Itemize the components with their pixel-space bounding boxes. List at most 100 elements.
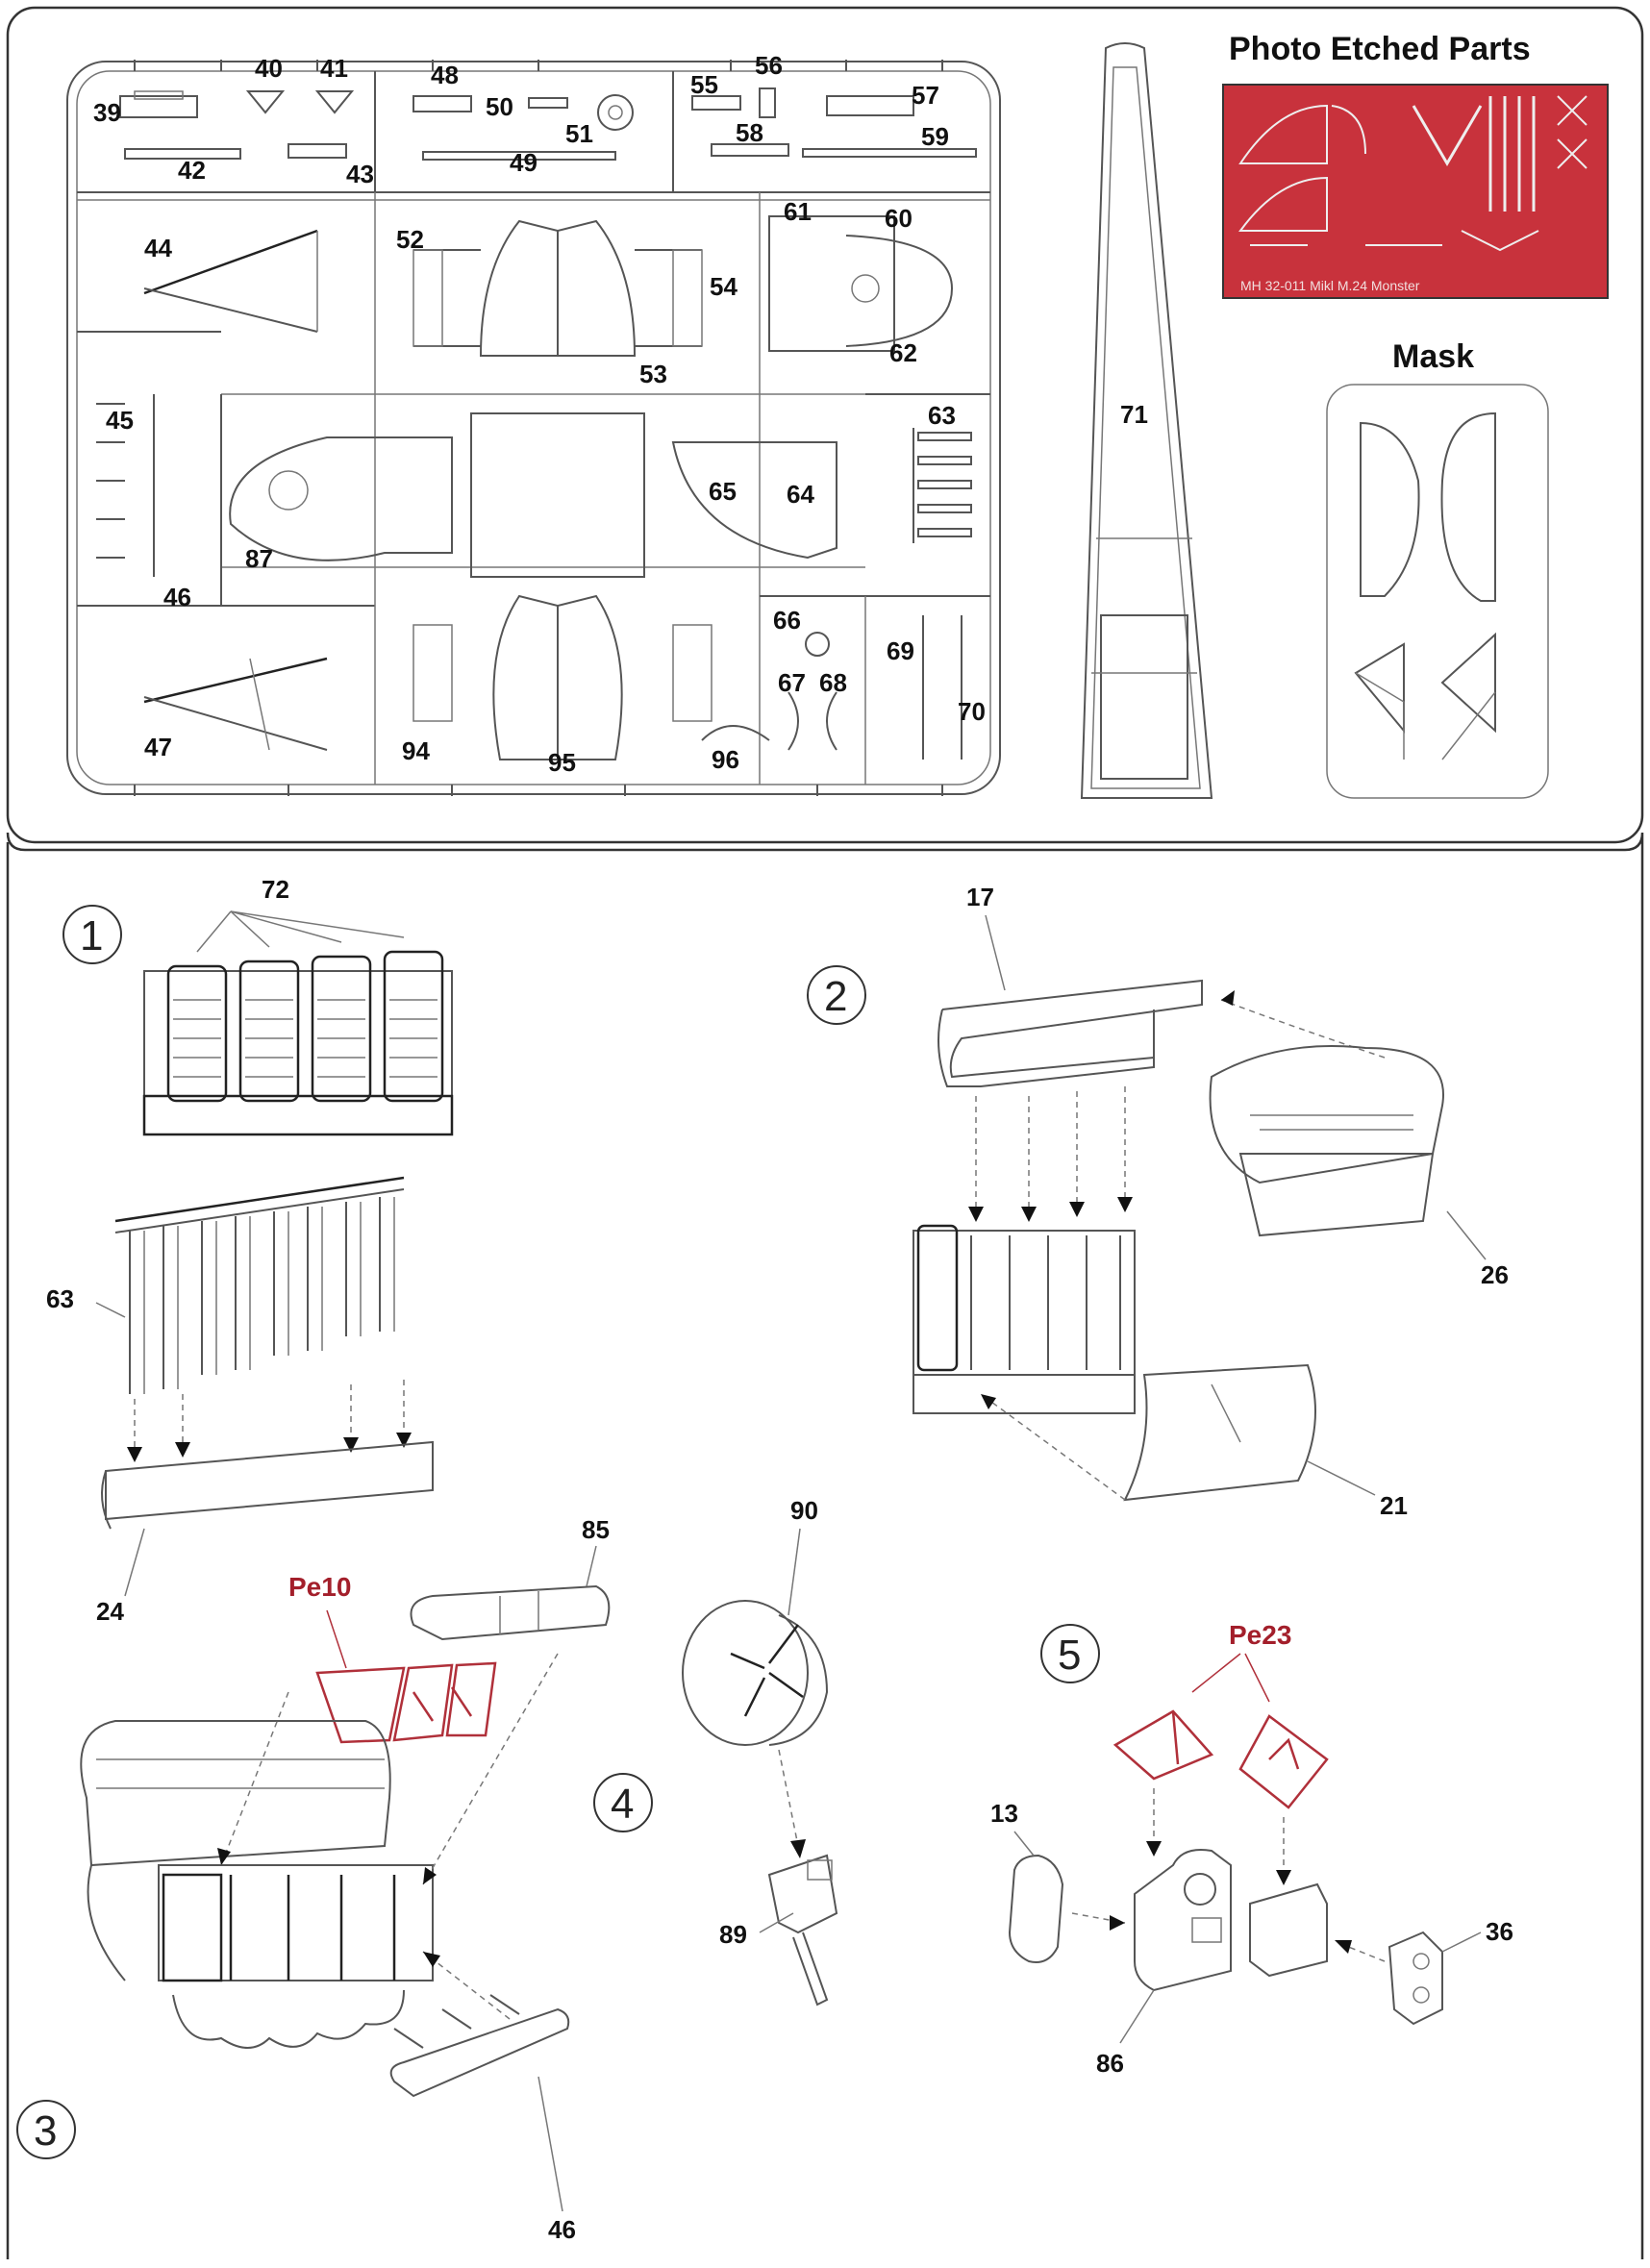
label-85: 85	[582, 1515, 610, 1544]
step-5-circle	[1040, 1624, 1100, 1683]
mask-sheet	[1326, 384, 1549, 799]
label-13: 13	[990, 1799, 1018, 1828]
label-45: 45	[106, 406, 134, 435]
fret-caption: MH 32-011 Mikl M.24 Monster	[1240, 278, 1420, 293]
label-95: 95	[548, 748, 576, 777]
label-87: 87	[245, 544, 273, 573]
plate-36	[1388, 1931, 1443, 2026]
label-26: 26	[1481, 1260, 1509, 1289]
parts-48-51	[412, 94, 634, 161]
cover-13	[1008, 1854, 1064, 1963]
label-58: 58	[736, 118, 763, 147]
parts-66-68	[788, 632, 838, 751]
mask-title: Mask	[1392, 338, 1474, 375]
photo-etch-pe23	[1112, 1709, 1329, 1809]
label-50: 50	[486, 92, 513, 121]
label-63: 63	[46, 1284, 74, 1313]
label-49: 49	[510, 148, 538, 177]
label-55: 55	[690, 70, 718, 99]
label-42: 42	[178, 156, 206, 185]
lower-panel-frame	[6, 832, 1644, 2259]
intake-manifold-46	[389, 1994, 570, 2098]
photo-etch-fret: MH 32-011 Mikl M.24 Monster	[1222, 84, 1609, 299]
step-3-number: 3	[34, 2107, 57, 2155]
label-47: 47	[144, 733, 172, 761]
label-59: 59	[921, 122, 949, 151]
step-2: 2 17 26	[807, 883, 1509, 1520]
label-64: 64	[787, 480, 814, 509]
engine-cover-17	[938, 979, 1203, 1087]
label-54: 54	[710, 272, 738, 301]
label-48: 48	[431, 61, 459, 89]
label-89: 89	[719, 1920, 747, 1949]
step-2-number: 2	[824, 973, 847, 1020]
label-57: 57	[912, 81, 939, 110]
label-86: 86	[1096, 2049, 1124, 2078]
label-72: 72	[262, 875, 289, 904]
label-39: 39	[93, 98, 121, 127]
strut-44	[143, 229, 318, 333]
label-65: 65	[709, 477, 737, 506]
photo-etch-pe10	[315, 1661, 497, 1744]
shaft-89	[767, 1854, 838, 2006]
label-44: 44	[144, 234, 172, 262]
housing-86	[1134, 1849, 1328, 1992]
exhaust-stubs-63	[114, 1176, 405, 1394]
label-40: 40	[255, 54, 283, 83]
label-41: 41	[320, 54, 348, 83]
label-61: 61	[784, 197, 812, 226]
part-96-shape	[701, 725, 770, 741]
step-5-number: 5	[1058, 1632, 1081, 1679]
parts-52-53	[412, 219, 703, 357]
parts-45-46	[96, 394, 155, 577]
pe10-label: Pe10	[288, 1572, 351, 1602]
step-4-circle	[593, 1773, 653, 1832]
sprue-frame	[66, 60, 1001, 796]
step-1-number: 1	[80, 912, 103, 960]
sprue-panel-frame	[6, 6, 1644, 844]
parts-39-43	[119, 90, 355, 160]
label-36: 36	[1486, 1917, 1513, 1946]
label-46-step3: 46	[548, 2215, 576, 2244]
assembled-cylinders	[912, 1224, 1136, 1414]
label-66: 66	[773, 606, 801, 635]
label-46: 46	[163, 583, 191, 611]
label-67: 67	[778, 668, 806, 697]
step-1-circle	[62, 905, 122, 964]
label-17: 17	[966, 883, 994, 911]
step-1: 1 72 63 24	[46, 875, 454, 1626]
engine-cylinders-72	[142, 950, 454, 1136]
step-4: 4 90 89	[593, 1496, 838, 2006]
label-52: 52	[396, 225, 424, 254]
label-71: 71	[1120, 400, 1148, 429]
label-56: 56	[755, 51, 783, 80]
parts-60-62	[768, 215, 954, 352]
part-71	[1080, 42, 1213, 799]
step-3: 3 85 Pe10	[16, 1515, 611, 2244]
label-43: 43	[346, 160, 374, 188]
pe23-label: Pe23	[1229, 1620, 1291, 1650]
label-90: 90	[790, 1496, 818, 1525]
step-5: 5 Pe23 13 36 86	[990, 1620, 1513, 2078]
label-53: 53	[639, 360, 667, 388]
step-4-number: 4	[611, 1781, 634, 1828]
label-51: 51	[565, 119, 593, 148]
parts-55-59	[691, 87, 977, 158]
sprue-part-labels: 39 40 41 42 43 44 45 46 47 48 49 50 51 5…	[93, 51, 1148, 777]
parts-69-70	[922, 615, 962, 760]
label-70: 70	[958, 697, 986, 726]
side-cover-21	[1123, 1363, 1316, 1502]
label-69: 69	[887, 636, 914, 665]
label-94: 94	[402, 736, 430, 765]
strut-47	[143, 657, 328, 751]
parts-63	[912, 428, 972, 543]
parts-94-95	[412, 594, 712, 760]
label-62: 62	[889, 338, 917, 367]
rocker-cover-85	[410, 1584, 611, 1641]
label-96: 96	[712, 745, 739, 774]
step-2-circle	[807, 965, 866, 1025]
label-63: 63	[928, 401, 956, 430]
label-68: 68	[819, 668, 847, 697]
label-21: 21	[1380, 1491, 1408, 1520]
